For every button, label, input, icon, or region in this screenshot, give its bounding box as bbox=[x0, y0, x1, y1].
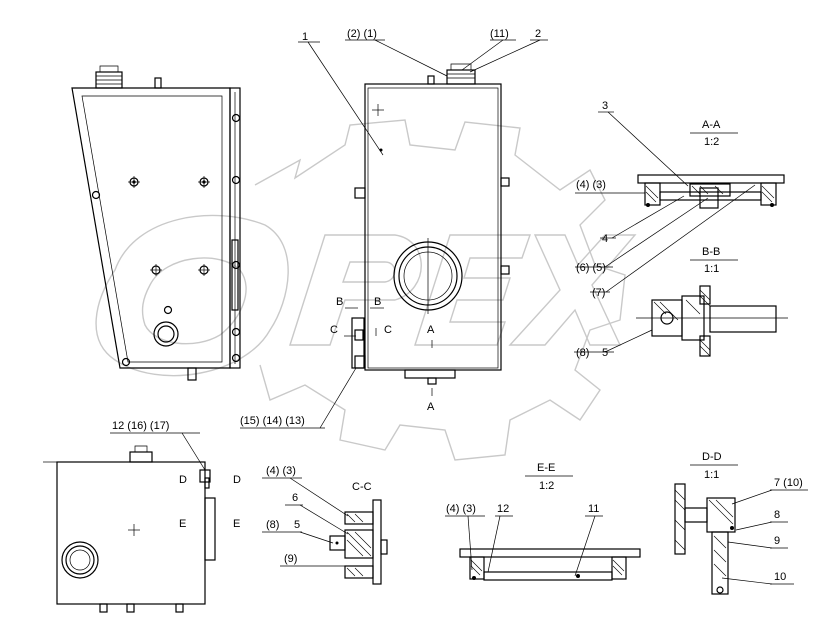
section-mark-b-left: B bbox=[336, 296, 343, 308]
top-view bbox=[43, 445, 216, 613]
callout-5-bb: 5 bbox=[602, 347, 608, 359]
section-mark-e-left: E bbox=[179, 518, 186, 530]
section-mark-c-left: C bbox=[330, 324, 338, 336]
section-mark-d-right: D bbox=[233, 474, 241, 486]
section-cc-view bbox=[329, 499, 388, 585]
callout-4-3-cc: (4) (3) bbox=[266, 465, 296, 477]
callout-11-ee: 11 bbox=[588, 503, 599, 515]
callout-4-3-aa: (4) (3) bbox=[576, 179, 606, 191]
leader-lines bbox=[110, 39, 808, 585]
section-mark-e-right: E bbox=[233, 518, 240, 530]
watermark-letter-o bbox=[95, 214, 289, 377]
watermark-gear-outline bbox=[254, 119, 626, 461]
callout-4: 4 bbox=[602, 233, 608, 245]
callout-labels: 1 (2) (1) (11) 2 3 A-A 1:2 (4) (3) 4 (6)… bbox=[112, 28, 803, 583]
callout-12: 12 bbox=[497, 503, 509, 515]
section-cc-title: C-C bbox=[352, 481, 372, 493]
section-aa-view bbox=[637, 174, 785, 209]
section-dd-view bbox=[674, 483, 736, 595]
callout-8-bb: (8) bbox=[576, 347, 589, 359]
watermark-letter-e bbox=[414, 234, 531, 346]
section-ee-scale: 1:2 bbox=[539, 480, 554, 492]
callout-7-10: 7 (10) bbox=[774, 477, 803, 489]
callout-7: (7) bbox=[592, 287, 605, 299]
callout-5-cc: 5 bbox=[294, 519, 300, 531]
front-view bbox=[344, 63, 510, 396]
section-bb-view bbox=[636, 285, 788, 357]
callout-10: 10 bbox=[774, 571, 786, 583]
watermark-letter-x bbox=[508, 234, 637, 346]
section-ee-view bbox=[459, 548, 641, 581]
section-mark-a-bottom: A bbox=[427, 401, 435, 413]
callout-2: 2 bbox=[535, 28, 541, 40]
callout-12-16-17: 12 (16) (17) bbox=[112, 420, 169, 432]
section-title-underlines bbox=[525, 132, 738, 477]
callout-1: 1 bbox=[302, 31, 308, 43]
callout-8: 8 bbox=[774, 509, 780, 521]
watermark-letter-p bbox=[289, 234, 422, 346]
section-bb-title: B-B bbox=[702, 246, 720, 258]
callout-9: 9 bbox=[774, 535, 780, 547]
section-mark-a-top: A bbox=[427, 324, 435, 336]
section-bb-scale: 1:1 bbox=[704, 263, 719, 275]
callout-9-cc: (9) bbox=[284, 553, 297, 565]
section-dd-scale: 1:1 bbox=[704, 469, 719, 481]
section-aa-title: A-A bbox=[702, 119, 721, 131]
callout-3: 3 bbox=[602, 100, 608, 112]
callout-2-1: (2) (1) bbox=[347, 28, 377, 40]
section-ee-title: E-E bbox=[537, 462, 555, 474]
section-mark-b-right: B bbox=[374, 296, 381, 308]
callout-15-14-13: (15) (14) (13) bbox=[240, 415, 305, 427]
section-dd-title: D-D bbox=[702, 451, 722, 463]
side-view bbox=[71, 65, 241, 381]
callout-6-5: (6) (5) bbox=[576, 262, 606, 274]
callout-11: (11) bbox=[490, 28, 509, 40]
callout-8-cc: (8) bbox=[266, 519, 279, 531]
section-mark-c-right: C bbox=[384, 324, 392, 336]
section-mark-d-left: D bbox=[179, 474, 187, 486]
callout-4-3-ee: (4) (3) bbox=[446, 503, 476, 515]
callout-6: 6 bbox=[292, 492, 298, 504]
section-aa-scale: 1:2 bbox=[704, 136, 719, 148]
